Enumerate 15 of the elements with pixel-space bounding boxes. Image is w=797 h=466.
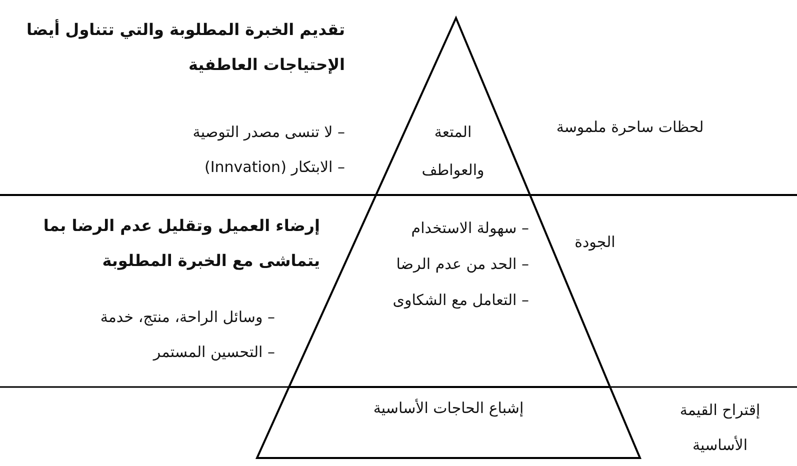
tier-label: – الحد من عدم الرضا [395,255,529,273]
side-label: الجودة [574,232,616,253]
tier-label: – سهولة الاستخدام [410,219,529,237]
heading-text: تقديم الخبرة المطلوبة والتي تتناول أيضا الإحتياجات العاطفية [25,18,345,76]
side-label: – التحسين المستمر [152,342,275,363]
heading-text: إرضاء العميل وتقليل عدم الرضا بما يتماشى مع الخبرة المطلوبة [42,215,320,272]
side-label: إقتراح القيمة الأساسية [678,400,762,456]
side-label: – الابتكار (Innvation) [203,157,345,178]
side-label: – وسائل الراحة، منتج، خدمة [99,307,275,328]
tier-label: إشباع الحاجات الأساسية [372,399,525,417]
tier-label: – التعامل مع الشكاوى [392,291,529,309]
side-label: – لا تنسى مصدر التوصية [192,122,345,143]
pyramid-tier [376,18,530,195]
side-label: لحظات ساحرة ملموسة [555,117,705,138]
tier-label: المتعة والعواطف [420,122,486,181]
